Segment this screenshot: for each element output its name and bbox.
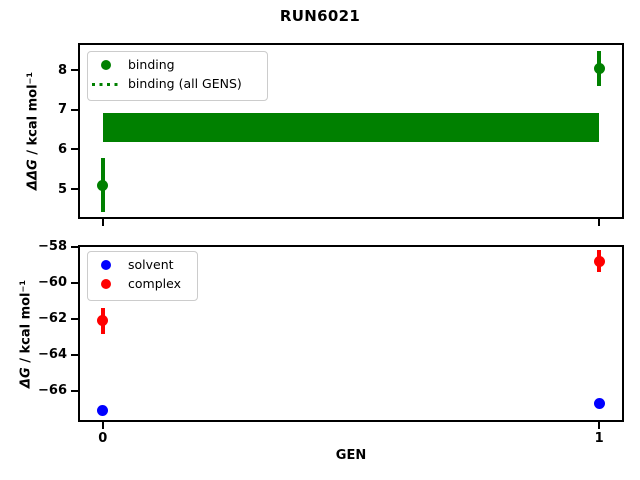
x-tick <box>101 219 104 226</box>
legend-marker-binding <box>101 60 111 70</box>
ddg-panel-legend <box>87 51 268 101</box>
data-point-solvent-gen0 <box>97 405 109 417</box>
y-tick <box>71 317 78 320</box>
x-tick <box>598 219 601 226</box>
dg-panel-legend <box>87 251 198 301</box>
y-tick-label: 8 <box>57 62 67 78</box>
ylabel-units: / kcal mol⁻¹ <box>25 71 41 160</box>
y-tick <box>71 353 78 356</box>
data-point-complex-gen1 <box>593 255 605 267</box>
x-tick-label: 0 <box>98 431 108 446</box>
uncertainty-band-binding-all-gens- <box>102 113 600 142</box>
y-tick-label: 6 <box>57 141 67 157</box>
ddg-panel-axes <box>78 43 624 219</box>
y-tick-label: 5 <box>57 181 67 197</box>
figure-title: RUN6021 <box>279 7 361 25</box>
y-tick <box>71 188 78 191</box>
data-point-solvent-gen1 <box>593 398 605 410</box>
y-tick <box>71 245 78 248</box>
dg-panel-axes <box>78 245 624 422</box>
x-tick-label: 1 <box>594 431 604 446</box>
legend-marker-solvent <box>101 260 111 270</box>
dg-panel-y-axis-label: ΔG / kcal mol⁻¹ <box>19 279 34 387</box>
y-tick <box>71 69 78 72</box>
y-tick-label: −66 <box>38 383 67 399</box>
y-tick-label: −60 <box>38 275 67 291</box>
ylabel-symbol: ΔΔG <box>25 159 41 191</box>
x-axis-label: GEN <box>335 448 367 463</box>
y-tick-label: −62 <box>38 311 67 327</box>
y-tick <box>71 148 78 151</box>
legend-marker-complex <box>101 279 111 289</box>
data-point-binding-gen1 <box>593 62 605 74</box>
data-point-binding-gen0 <box>97 179 109 191</box>
legend-dotted-line-icon <box>92 82 120 86</box>
y-tick-label: −64 <box>38 347 67 363</box>
y-tick <box>71 389 78 392</box>
y-tick <box>71 108 78 111</box>
legend-label: binding <box>128 56 175 72</box>
ddg-panel-y-axis-label: ΔΔG / kcal mol⁻¹ <box>26 72 41 190</box>
legend-label: solvent <box>128 256 174 272</box>
legend-label: binding (all GENS) <box>128 75 242 91</box>
data-point-complex-gen0 <box>97 315 109 327</box>
legend-label: complex <box>128 275 181 291</box>
x-tick <box>598 422 601 429</box>
y-tick <box>71 281 78 284</box>
y-tick-label: −58 <box>38 239 67 255</box>
ylabel-units: / kcal mol⁻¹ <box>18 279 34 367</box>
ylabel-symbol: ΔG <box>18 366 34 388</box>
x-tick <box>101 422 104 429</box>
y-tick-label: 7 <box>57 102 67 118</box>
